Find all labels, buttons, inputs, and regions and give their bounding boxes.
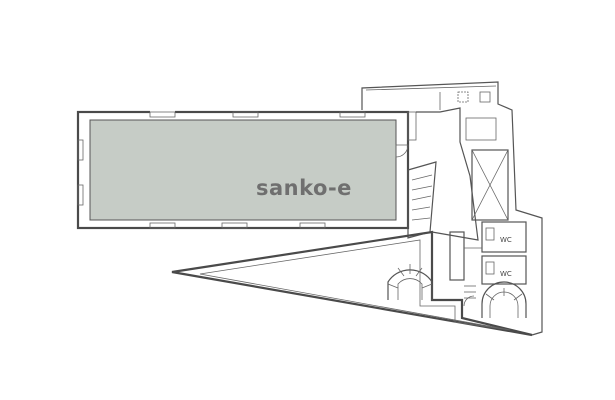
- spiral-stair-right: [481, 281, 527, 318]
- spiral-stair-left: [387, 264, 433, 300]
- service-core: [361, 81, 543, 336]
- office-door: [395, 111, 417, 158]
- entry-steps: [463, 285, 476, 307]
- elevator-shaft: [465, 117, 509, 221]
- side-stair: [407, 161, 437, 239]
- triangle-wing: [171, 230, 533, 337]
- watermark-text: sanko-e: [256, 176, 352, 200]
- toilet-block: WC WC: [449, 221, 527, 285]
- wc-upper-label: WC: [500, 236, 512, 244]
- office-room: [76, 110, 410, 230]
- wc-lower-label: WC: [500, 270, 512, 278]
